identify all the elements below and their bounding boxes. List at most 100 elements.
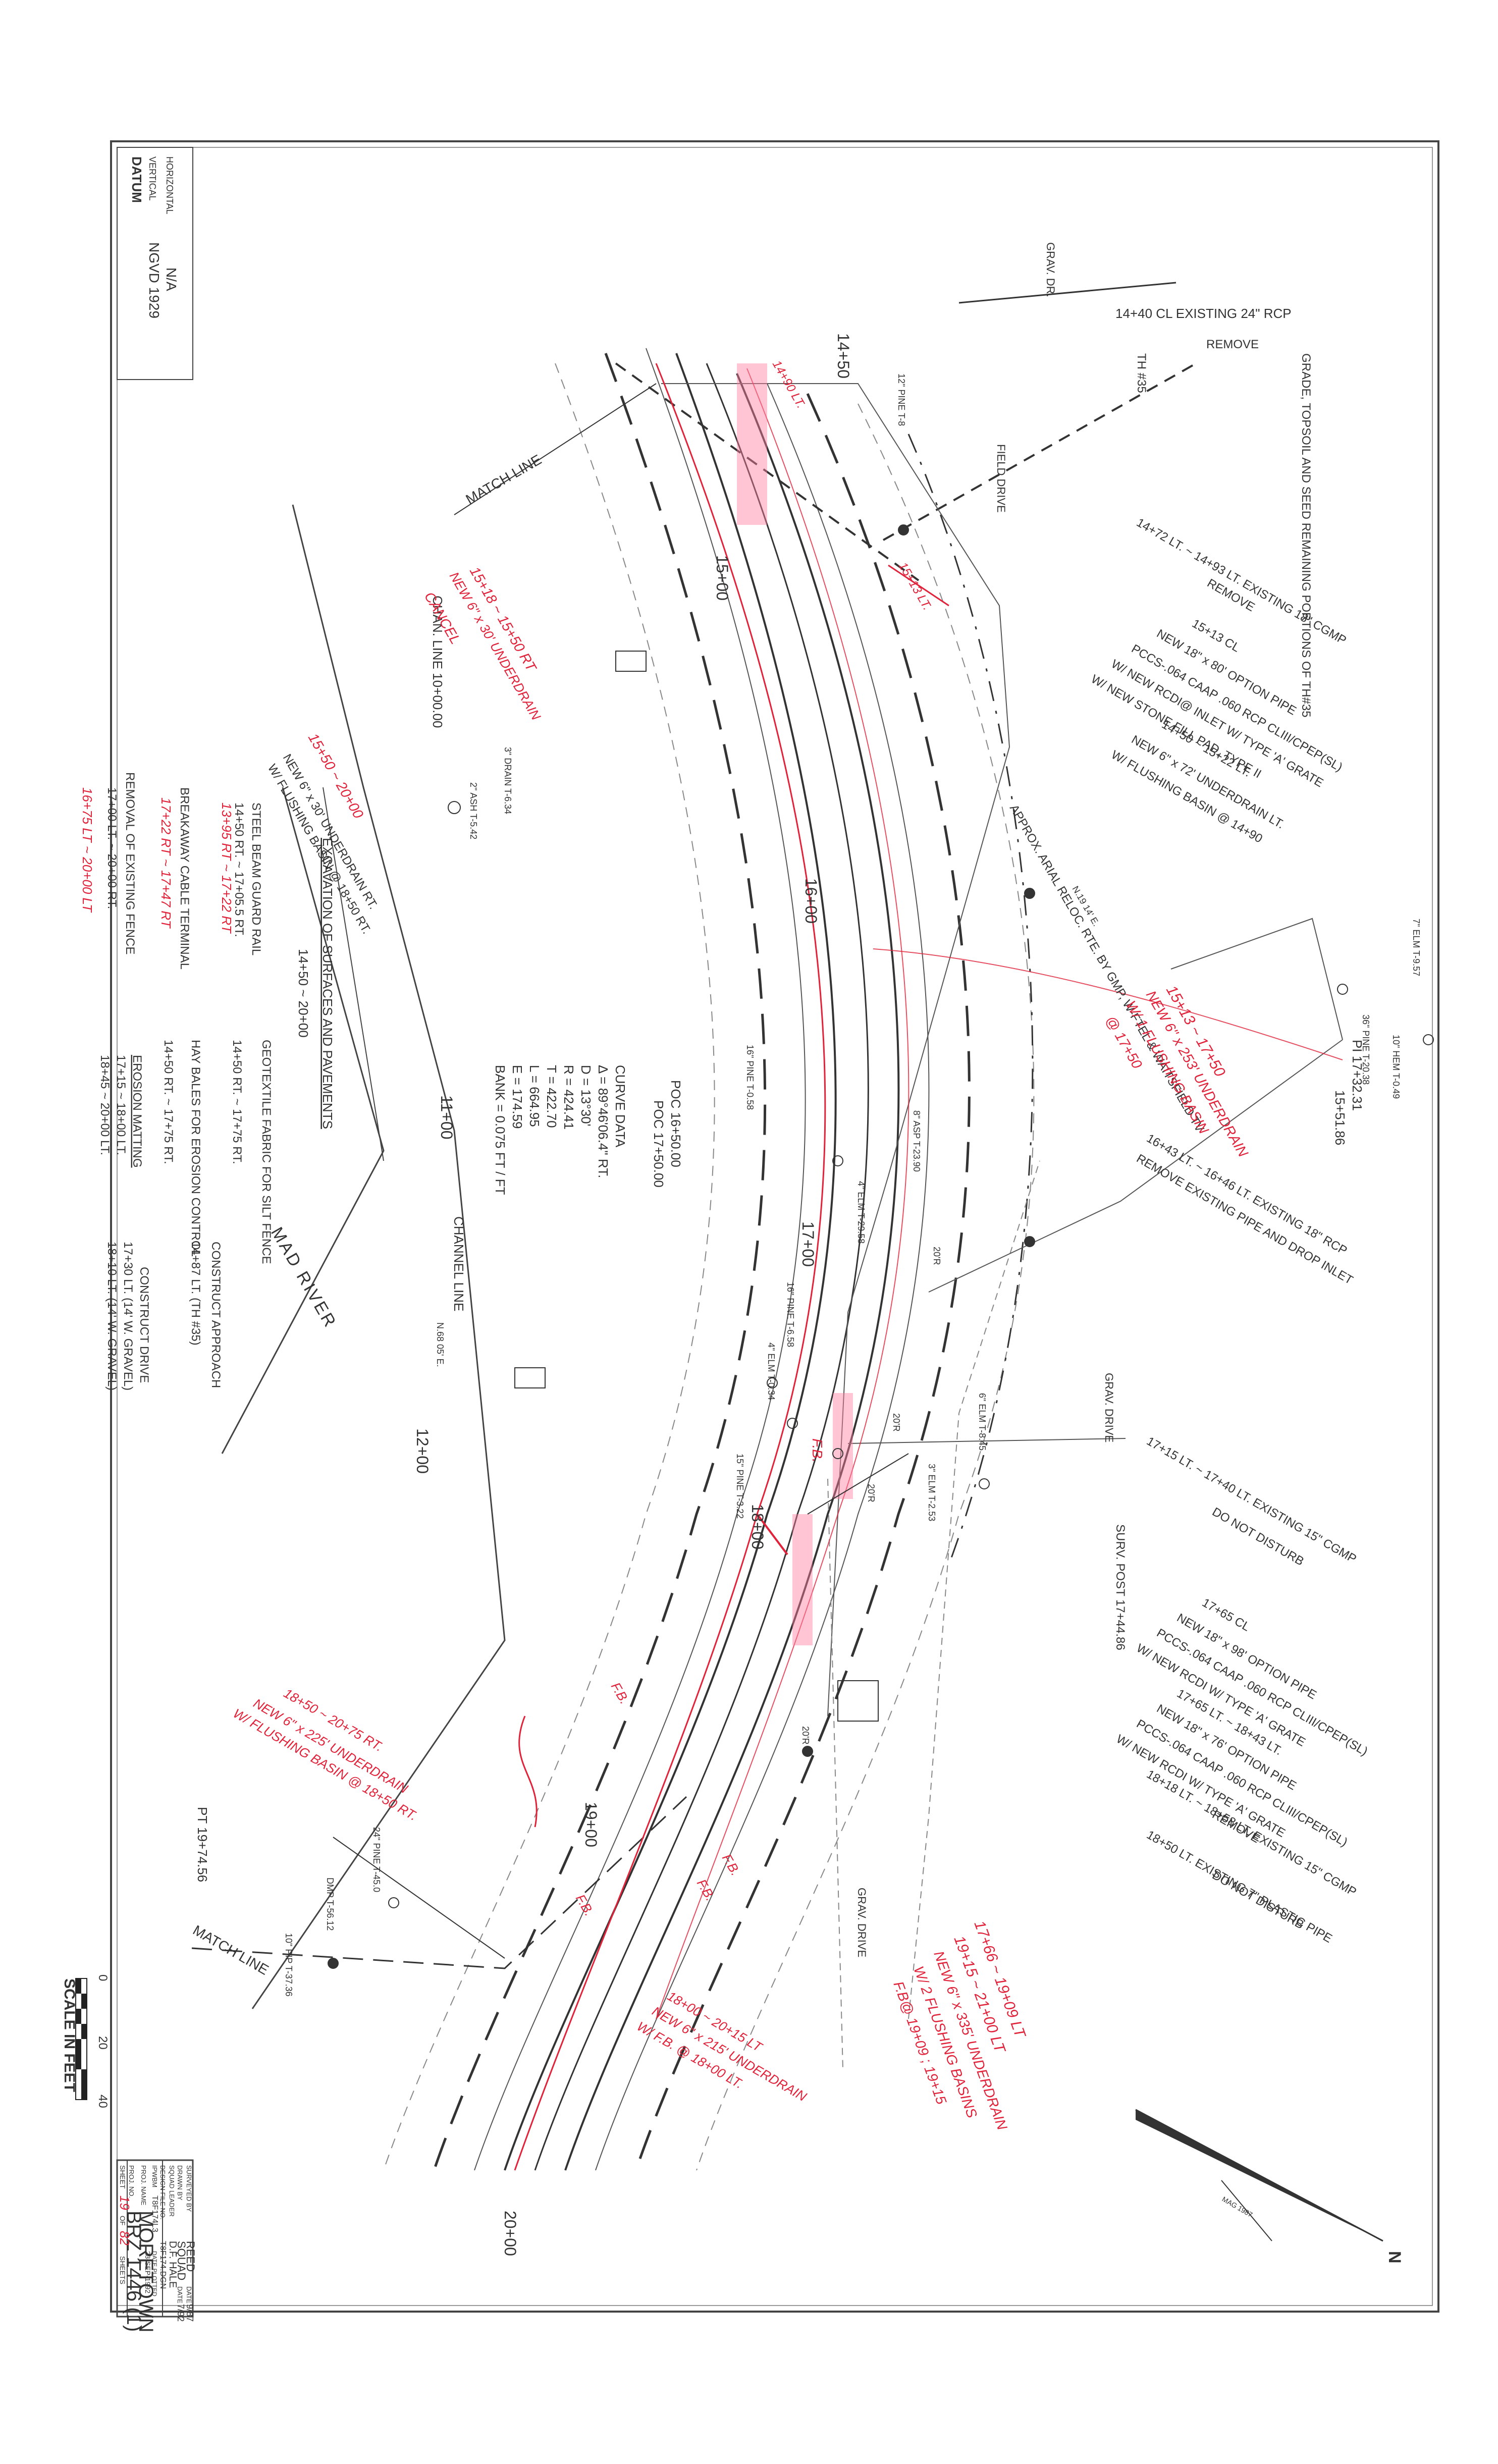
station-16-00: 16+00 [802, 878, 820, 924]
station-17-00: 17+00 [799, 1221, 817, 1267]
note-l-15: 14+87 LT. (TH #35) [189, 1242, 202, 1346]
squad-leader: D.F. HALE [167, 2241, 178, 2288]
elm-label-15: DMP T-56.12 [325, 1878, 335, 1931]
drawn-by-label: DRAWN BY [176, 2165, 184, 2201]
elm-label-10: 15" PINE T-3.22 [735, 1454, 745, 1519]
stations: 14+50 15+00 16+00 17+00 18+00 19+00 20+0… [413, 333, 852, 2256]
plotted-date: 23-SEP-1992 [144, 2251, 152, 2293]
drawn-date-label: DATE [176, 2286, 184, 2304]
north-arrow: N MAG 1987 [1135, 2109, 1404, 2264]
channel-line-label: CHANNEL LINE [451, 1216, 466, 1311]
note-l-1: 14+50 ~ 20+00 [296, 949, 311, 1038]
dim-label-2: 20'R [866, 1484, 876, 1502]
note-r-2: GRADE, TOPSOIL AND SEED REMAINING PORTIO… [1299, 353, 1313, 718]
scale-bar: 0 20 40 SCALE IN FEET [61, 1974, 110, 2108]
curve-data-title: CURVE DATA [613, 1065, 628, 1148]
title-block: SURVEYED BY REED DATE 9/87 DRAWN BY SQUA… [116, 2159, 197, 2332]
hw-fb-2: F.B. [608, 1680, 632, 1706]
elm-label-7: 16" PINE T-0.58 [745, 1045, 755, 1110]
datum-vertical-label: VERTICAL [147, 156, 157, 201]
datum-vertical-value: NGVD 1929 [146, 242, 162, 318]
mag-label: MAG 1987 [1221, 2195, 1254, 2219]
note-l-3: 14+50 RT. ~ 17+05.5 RT. [232, 802, 246, 937]
curve-d: D = 13°30' [578, 1065, 594, 1127]
sheet-border-outer [110, 140, 1439, 2313]
surveyed-by-label: SURVEYED BY [185, 2165, 193, 2212]
road-alignment [191, 282, 1343, 2171]
note-l-16: CONSTRUCT DRIVE [137, 1267, 151, 1383]
handwritten-notes: 15+18 ~ 15+50 RT NEW 6" x 30' UNDERDRAIN… [80, 358, 1251, 2132]
scale-tick-0: 0 [96, 1974, 110, 1981]
station-19-00: 19+00 [582, 1802, 600, 1847]
proj-name: MORETOWN [135, 2211, 157, 2332]
notes-left: EXCAVATION OF SURFACES AND PAVEMENTS 14+… [98, 752, 380, 1391]
dim-label-5: N.68 05' E. [435, 1322, 445, 1367]
dim-label-3: 20'R [800, 1726, 811, 1744]
note-l-10: 14+50 RT. ~ 17+75 RT. [162, 1040, 175, 1164]
note-l-14: CONSTRUCT APPROACH [209, 1242, 223, 1388]
station-18-00: 18+00 [748, 1504, 767, 1549]
curve-l: L = 664.95 [527, 1065, 542, 1127]
note-l-6: 17+00 LT. ~ 20+00 RT. [105, 787, 119, 909]
sheet-of: OF [119, 2216, 127, 2225]
hw-fb-5: F.B. [573, 1892, 597, 1918]
pt-label: PT 19+74.56 [195, 1807, 210, 1882]
elm-label-2: 36" PINE T-20.38 [1361, 1014, 1371, 1085]
pi-label: PI 17+32.31 [1350, 1040, 1365, 1111]
curve-data: CURVE DATA Δ = 89°46'06.4" RT. D = 13°30… [493, 1065, 628, 1195]
elm-label-13: 24" PINE T-45.0 [371, 1827, 382, 1892]
station-15-00: 15+00 [713, 555, 731, 601]
note-r-16: DO NOT DISTURB [1210, 1505, 1306, 1569]
note-r-1: REMOVE [1206, 338, 1259, 351]
drawn-date: 7/92 [176, 2304, 186, 2322]
hw-4: 13+95 RT ~ 17+22 RT [219, 802, 234, 934]
dim-label-1: 20'R [891, 1413, 901, 1431]
datum-horizontal-label: HORIZONTAL [165, 156, 175, 215]
note-l-17: 17+30 LT. (14' W. GRAVEL) [121, 1242, 135, 1390]
proj-name-label: PROJ. NAME [140, 2165, 147, 2206]
surveyed-date: 9/87 [185, 2304, 195, 2322]
note-l-0: EXCAVATION OF SURFACES AND PAVEMENTS [320, 838, 335, 1129]
station-20-00: 20+00 [501, 2211, 519, 2256]
note-l-13: 18+45 ~ 20+00 LT. [98, 1055, 112, 1155]
ipwbm-label: IPWBM [151, 2165, 158, 2187]
sheets-label: SHEETS [119, 2256, 127, 2284]
design-file-label: DESIGN FILE NO. [159, 2165, 167, 2220]
note-l-9: HAY BALES FOR EROSION CONTROL [189, 1040, 202, 1257]
match-line-bottom: MATCH LINE [190, 1922, 272, 1978]
plotted-label: DATE PLOTTED [151, 2251, 158, 2296]
elm-label-12: 3" ELM T-2.53 [927, 1464, 937, 1521]
hw-5: 17+22 RT ~ 17+47 RT [158, 797, 174, 929]
note-r-0: 14+40 CL EXISTING 24" RCP [1115, 306, 1292, 321]
note-l-7: GEOTEXTILE FABRIC FOR SILT FENCE [259, 1040, 273, 1264]
design-file: T8F174.DGN [158, 2241, 167, 2289]
note-r-28: DO NOT DISTURB [1210, 1868, 1306, 1932]
note-l-5: REMOVAL OF EXISTING FENCE [123, 772, 137, 954]
station-11-00: 11+00 [438, 1095, 456, 1140]
note-l-2: STEEL BEAM GUARD RAIL [249, 802, 263, 955]
datum-horizontal-value: N/A [164, 267, 179, 291]
sheet-no: 19 [117, 2195, 132, 2210]
note-l-11: EROSION MATTING [130, 1055, 144, 1168]
hw-6: 16+75 LT ~ 20+00 LT [80, 787, 95, 913]
redline-underdrains [514, 363, 1343, 2171]
surveyed-by: REED [184, 2241, 197, 2272]
sheet-label: SHEET [119, 2165, 127, 2189]
pi-station: 15+51.86 [1332, 1090, 1348, 1145]
station-12-00: 12+00 [413, 1428, 432, 1474]
note-r-3: 14+72 LT. ~ 14+93 LT. EXISTING 18" CGMP [1134, 516, 1349, 648]
note-l-20: W/ FLUSHING BASIN @ 18+50 RT. [265, 762, 373, 937]
elm-label-1: 10" HEM T-0.49 [1391, 1035, 1401, 1099]
ipwbm: T8F174L3 [150, 2195, 159, 2232]
scale-tick-20: 20 [96, 2036, 110, 2050]
note-r-15: 17+15 LT. ~ 17+40 LT. EXISTING 15" CGMP [1144, 1434, 1359, 1566]
elm-label-11: 6" ELM T-8.45 [977, 1393, 987, 1451]
datum-box: DATUM VERTICAL NGVD 1929 HORIZONTAL N/A [117, 147, 193, 380]
scale-caption: SCALE IN FEET [61, 1978, 78, 2092]
poc-1: POC 16+50.00 [668, 1080, 683, 1167]
poc-2: POC 17+50.00 [651, 1100, 666, 1188]
curve-r: R = 424.41 [561, 1065, 576, 1130]
station-14-50: 14+50 [834, 333, 852, 379]
curve-t: T = 422.70 [544, 1065, 559, 1128]
hw-fb-4: F.B. [694, 1877, 718, 1903]
